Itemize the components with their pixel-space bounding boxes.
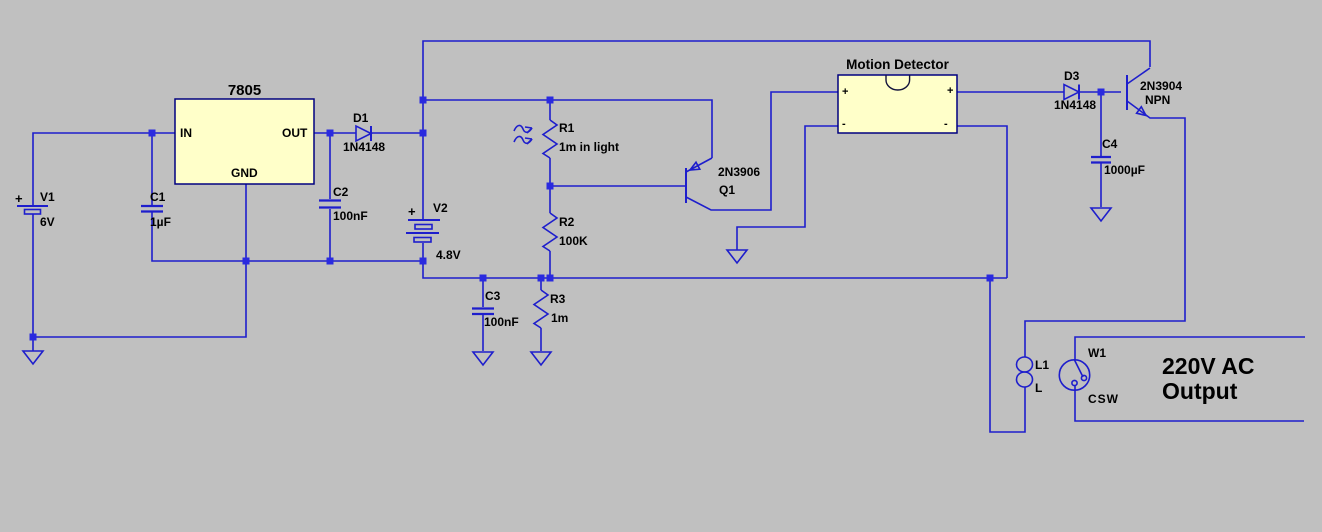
r2-label: R2 [559,215,575,229]
motion-detector-pin-minus-right: - [944,118,948,130]
wire-v1-to-regulator-in[interactable] [32,132,175,205]
c4-label: C4 [1102,137,1118,151]
r3-label: R3 [550,292,566,306]
q2-type: NPN [1145,93,1171,107]
regulator-title: 7805 [227,82,262,99]
w1-label: W1 [1088,346,1106,360]
output-text-line2: Output [1162,378,1238,404]
v2-polarity: + [408,204,416,219]
capacitor-c1-symbol[interactable] [141,204,163,213]
v2-label: V2 [433,201,448,215]
transistor-q1-pnp-symbol[interactable] [685,157,713,203]
capacitor-c4-symbol[interactable] [1091,155,1111,164]
l1-label: L1 [1035,358,1050,372]
wire-q1-collector-to-motion-detector[interactable] [685,91,838,211]
output-text-line1: 220V AC [1162,353,1255,379]
ground-symbol-v1[interactable] [21,350,45,366]
resistor-r1-ldr-symbol[interactable] [513,119,559,159]
w1-value: CSW [1088,392,1119,406]
motion-detector-pin-plus-right: + [947,85,954,97]
wire-output-loop[interactable] [1074,336,1305,422]
c2-value: 100nF [333,209,368,223]
resistor-r2-symbol[interactable] [541,212,559,252]
wire-bottom-rail[interactable] [422,125,1008,279]
c3-label: C3 [485,289,501,303]
regulator-pin-out: OUT [282,126,308,140]
ground-symbol-r3[interactable] [529,351,553,367]
wire-vplus-top-rail[interactable] [422,40,1151,219]
v2-value: 4.8V [436,248,461,262]
d1-value: 1N4148 [343,140,386,154]
motion-detector-pin-plus-left: + [842,86,849,98]
q2-part: 2N3904 [1140,79,1183,93]
c1-value: 1µF [150,215,171,229]
capacitor-c2-symbol[interactable] [319,199,341,209]
d3-label: D3 [1064,69,1080,83]
d1-label: D1 [353,111,369,125]
diode-d1-symbol[interactable] [355,124,373,143]
v1-value: 6V [40,215,55,229]
c3-value: 100nF [484,315,519,329]
motion-detector-title: Motion Detector [846,57,949,72]
d3-value: 1N4148 [1054,98,1097,112]
npn-arrow-icon [1135,105,1148,117]
light-arrow-icon [524,137,533,145]
inductor-l1-relay-coil-symbol[interactable] [1015,356,1034,388]
q1-part: 2N3906 [718,165,761,179]
l1-value: L [1035,381,1043,395]
motion-detector-box[interactable] [837,74,958,134]
ground-symbol-motion-detector[interactable] [725,249,749,265]
pnp-arrow-icon [688,160,702,171]
wire-regulator-out-to-v2[interactable] [314,132,423,261]
junction-dots [29,88,1105,341]
regulator-pin-gnd: GND [231,166,258,180]
light-arrow-icon [524,126,533,134]
c1-label: C1 [150,190,166,204]
diode-d3-symbol[interactable] [1063,83,1081,101]
v1-polarity: + [15,191,23,206]
wire-motion-detector-minus-to-ground[interactable] [736,125,838,250]
capacitor-c3-symbol[interactable] [472,307,494,316]
r1-value: 1m in light [559,140,619,154]
battery-v1-symbol[interactable] [17,205,48,215]
switch-w1-csw-symbol[interactable] [1058,358,1091,391]
ground-symbol-c3[interactable] [471,351,495,367]
r1-label: R1 [559,121,575,135]
v1-label: V1 [40,190,55,204]
regulator-pin-in: IN [180,126,192,140]
resistor-r3-symbol[interactable] [532,289,550,329]
r2-value: 100K [559,234,588,248]
transistor-q2-npn-symbol[interactable] [1126,67,1151,117]
q1-label: Q1 [719,183,736,197]
wire-motion-detector-to-d3-q2[interactable] [957,91,1121,207]
ground-symbol-c4[interactable] [1089,207,1113,223]
c2-label: C2 [333,185,349,199]
ic-notch-icon [885,75,911,91]
regulator-7805-box[interactable] [174,98,315,185]
wire-r1-r2-q1-base[interactable] [549,158,686,278]
c4-value: 1000µF [1104,163,1145,177]
battery-v2-symbol[interactable] [406,219,440,243]
motion-detector-pin-minus-left: - [842,118,846,130]
r3-value: 1m [551,311,569,325]
